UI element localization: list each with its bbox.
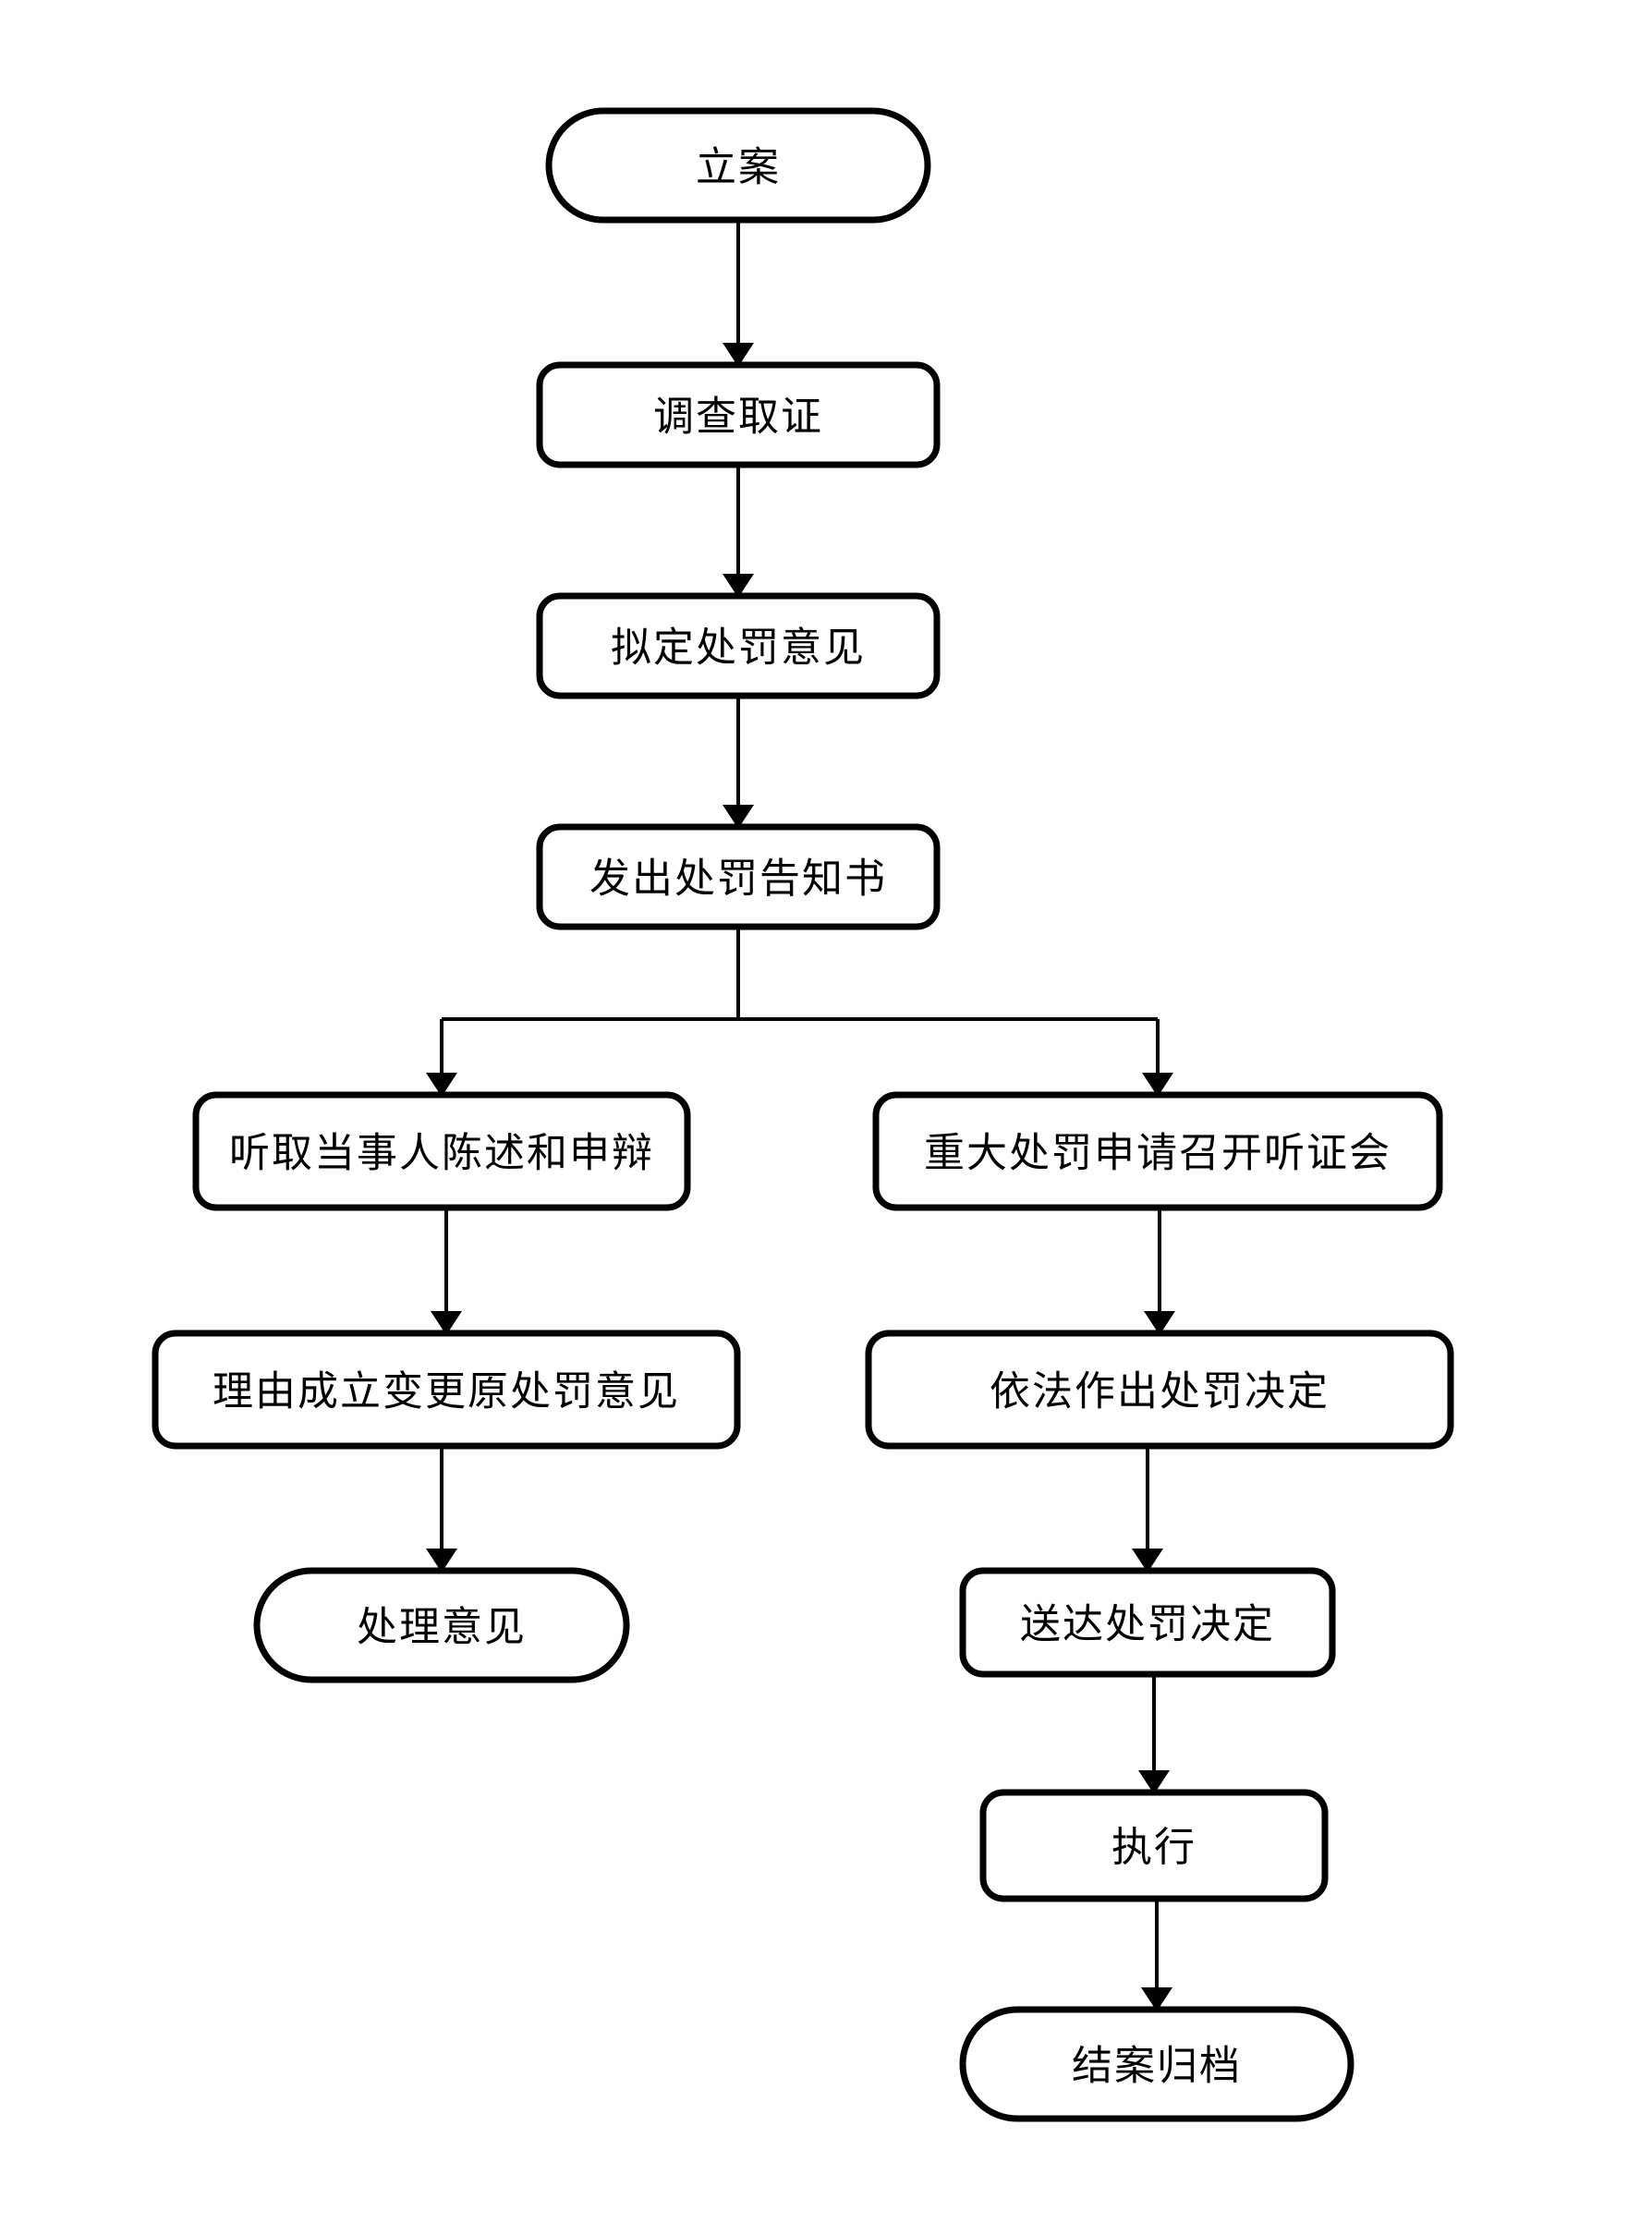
edge-n4-to-n5 bbox=[426, 927, 740, 1097]
flow-node-n5[interactable]: 听取当事人陈述和申辩 bbox=[192, 1091, 691, 1211]
node-label: 拟定处罚意见 bbox=[611, 626, 866, 671]
arrowhead bbox=[723, 343, 754, 367]
edge-n11-to-n12 bbox=[1141, 1899, 1172, 2011]
node-label: 发出处罚告知书 bbox=[589, 856, 887, 902]
node-shape-rounded-rect bbox=[192, 1091, 691, 1211]
node-shape-rounded-rect bbox=[536, 592, 941, 699]
arrowhead bbox=[1144, 1311, 1175, 1335]
node-label: 立案 bbox=[696, 145, 781, 190]
arrowhead bbox=[431, 1311, 462, 1335]
arrowhead bbox=[1141, 1987, 1172, 2011]
node-label: 依法作出处罚决定 bbox=[990, 1369, 1330, 1415]
node-shape-rounded-rect bbox=[979, 1789, 1329, 1902]
arrowhead bbox=[426, 1073, 457, 1097]
node-label: 执行 bbox=[1111, 1825, 1196, 1870]
node-label: 重大处罚申请召开听证会 bbox=[924, 1131, 1391, 1176]
arrowhead bbox=[723, 574, 754, 598]
node-shape-rounded-rect bbox=[152, 1330, 741, 1450]
arrowhead bbox=[1138, 1770, 1170, 1794]
flow-node-n12[interactable]: 结案归档 bbox=[959, 2006, 1354, 2122]
flow-node-n9[interactable]: 处理意见 bbox=[253, 1567, 630, 1683]
node-shape-stadium bbox=[545, 107, 931, 224]
edge-n5-to-n7 bbox=[431, 1208, 462, 1335]
edge-n7-to-n9 bbox=[426, 1446, 457, 1573]
edge-n4-to-n6 bbox=[738, 1017, 1173, 1097]
flow-node-n2[interactable]: 调查取证 bbox=[536, 361, 941, 468]
node-shape-rounded-rect bbox=[959, 1567, 1336, 1678]
edge-n3-to-n4 bbox=[723, 696, 754, 829]
flow-node-n7[interactable]: 理由成立变更原处罚意见 bbox=[152, 1330, 741, 1450]
flow-node-n8[interactable]: 依法作出处罚决定 bbox=[865, 1330, 1454, 1450]
edge-n8-to-n10 bbox=[1132, 1446, 1163, 1573]
node-label: 听取当事人陈述和申辩 bbox=[229, 1131, 654, 1176]
node-shape-rounded-rect bbox=[872, 1091, 1443, 1211]
flow-node-n6[interactable]: 重大处罚申请召开听证会 bbox=[872, 1091, 1443, 1211]
node-shape-stadium bbox=[959, 2006, 1354, 2122]
arrowhead bbox=[1142, 1073, 1173, 1097]
node-shape-stadium bbox=[253, 1567, 630, 1683]
flow-node-n3[interactable]: 拟定处罚意见 bbox=[536, 592, 941, 699]
arrowhead bbox=[1132, 1549, 1163, 1573]
arrowhead bbox=[426, 1549, 457, 1573]
node-shape-rounded-rect bbox=[536, 361, 941, 468]
edge-n10-to-n11 bbox=[1138, 1674, 1170, 1794]
flow-node-n1[interactable]: 立案 bbox=[545, 107, 931, 224]
edge-n6-to-n8 bbox=[1144, 1208, 1175, 1335]
node-label: 调查取证 bbox=[653, 395, 823, 440]
flow-node-n4[interactable]: 发出处罚告知书 bbox=[536, 823, 941, 930]
node-label: 处理意见 bbox=[357, 1605, 527, 1650]
node-label: 结案归档 bbox=[1072, 2044, 1242, 2089]
flow-node-n11[interactable]: 执行 bbox=[979, 1789, 1329, 1902]
arrowhead bbox=[723, 805, 754, 829]
node-label: 理由成立变更原处罚意见 bbox=[213, 1369, 680, 1415]
flow-node-n10[interactable]: 送达处罚决定 bbox=[959, 1567, 1336, 1678]
node-shape-rounded-rect bbox=[536, 823, 941, 930]
edge-n2-to-n3 bbox=[723, 465, 754, 598]
edge-n1-to-n2 bbox=[723, 220, 754, 367]
node-shape-rounded-rect bbox=[865, 1330, 1454, 1450]
edges-layer bbox=[426, 220, 1175, 2011]
node-label: 送达处罚决定 bbox=[1020, 1602, 1275, 1647]
